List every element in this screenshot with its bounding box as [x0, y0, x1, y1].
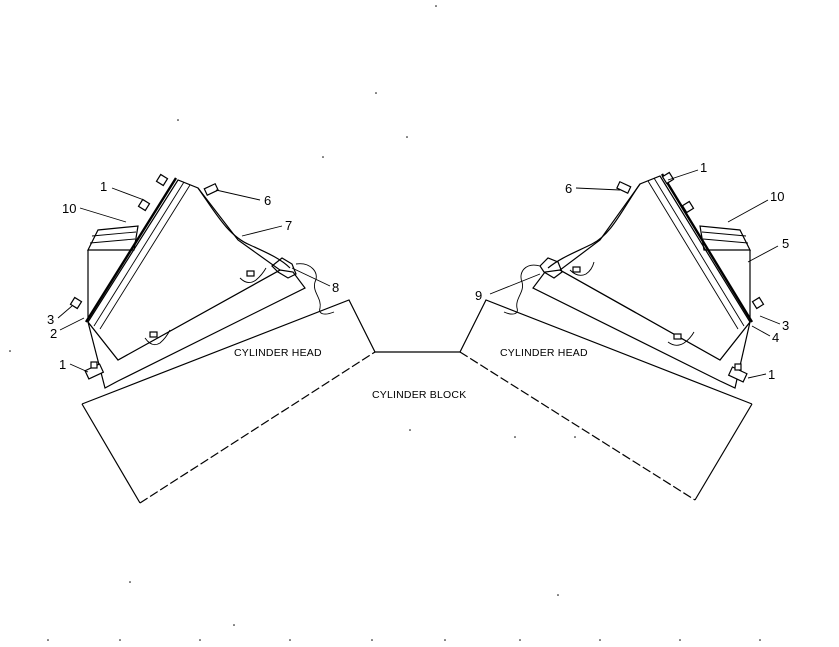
left-nut-head — [144, 329, 171, 346]
left-fitting — [203, 182, 219, 196]
callout-left-1-top: 1 — [100, 179, 107, 194]
left-cylinder-head-assembly — [69, 173, 335, 389]
cylinder-block-label: CYLINDER BLOCK — [372, 389, 466, 401]
left-cylinder-head-label: CYLINDER HEAD — [234, 347, 322, 359]
left-bolt-top — [155, 173, 169, 187]
callout-left-2: 2 — [50, 326, 57, 341]
callout-right-6: 6 — [565, 181, 572, 196]
callout-left-1-bottom: 1 — [59, 357, 66, 372]
callout-right-1-bottom: 1 — [768, 367, 775, 382]
right-cylinder-head-assembly — [503, 171, 765, 389]
callout-right-9: 9 — [475, 288, 482, 303]
left-valve-cover — [87, 179, 282, 361]
left-leaders — [57, 187, 331, 373]
right-fitting — [616, 180, 632, 194]
scan-specks — [9, 5, 761, 641]
right-cylinder-head-label: CYLINDER HEAD — [500, 347, 588, 359]
left-bolt-lower — [69, 296, 83, 310]
left-bolt-upper — [137, 198, 151, 212]
callout-left-8: 8 — [332, 280, 339, 295]
cylinder-block — [81, 299, 753, 504]
callout-right-10: 10 — [770, 189, 784, 204]
callout-right-5: 5 — [782, 236, 789, 251]
right-bolt-lower — [751, 296, 765, 310]
right-bolt-upper — [681, 200, 695, 214]
callout-right-1-top: 1 — [700, 160, 707, 175]
callout-left-10: 10 — [62, 201, 76, 216]
right-mount-bolt — [727, 363, 748, 383]
callout-left-6: 6 — [264, 193, 271, 208]
right-bolt-top — [661, 171, 675, 185]
right-callouts: 1 6 10 5 9 3 4 1 — [475, 160, 789, 382]
right-clip — [503, 257, 563, 315]
right-nut-head — [667, 331, 695, 346]
callout-left-3: 3 — [47, 312, 54, 327]
right-nut-cover — [569, 261, 595, 276]
callout-left-7: 7 — [285, 218, 292, 233]
right-valve-cover — [558, 175, 751, 361]
callout-right-3: 3 — [782, 318, 789, 333]
left-clip — [271, 257, 335, 315]
left-mount-bolt — [84, 361, 105, 380]
left-nut-cover — [239, 267, 267, 283]
callout-right-4: 4 — [772, 330, 779, 345]
right-leaders — [489, 169, 781, 379]
left-callouts: 1 10 6 7 8 3 2 1 — [47, 179, 339, 372]
